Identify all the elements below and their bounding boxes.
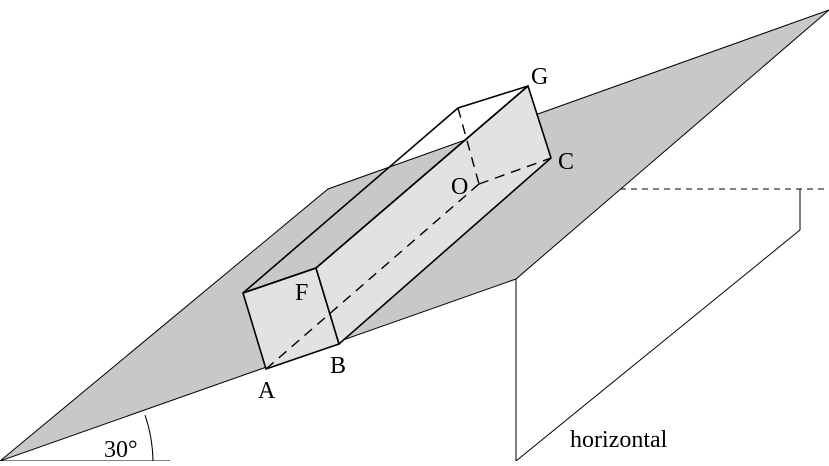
horizontal-label: horizontal (570, 427, 668, 453)
angle-label: 30° (104, 437, 138, 461)
label-point-f: F (295, 280, 308, 306)
rectangular-block (242, 84, 552, 371)
support-wedge (515, 189, 801, 462)
label-point-o: O (451, 174, 468, 200)
label-point-a: A (258, 378, 276, 404)
label-point-c: C (558, 149, 574, 175)
block-hidden-edges (265, 107, 552, 370)
label-point-g: G (531, 64, 548, 90)
block-top-face (242, 85, 529, 294)
label-point-b: B (330, 353, 346, 379)
angle-arc (144, 414, 154, 462)
